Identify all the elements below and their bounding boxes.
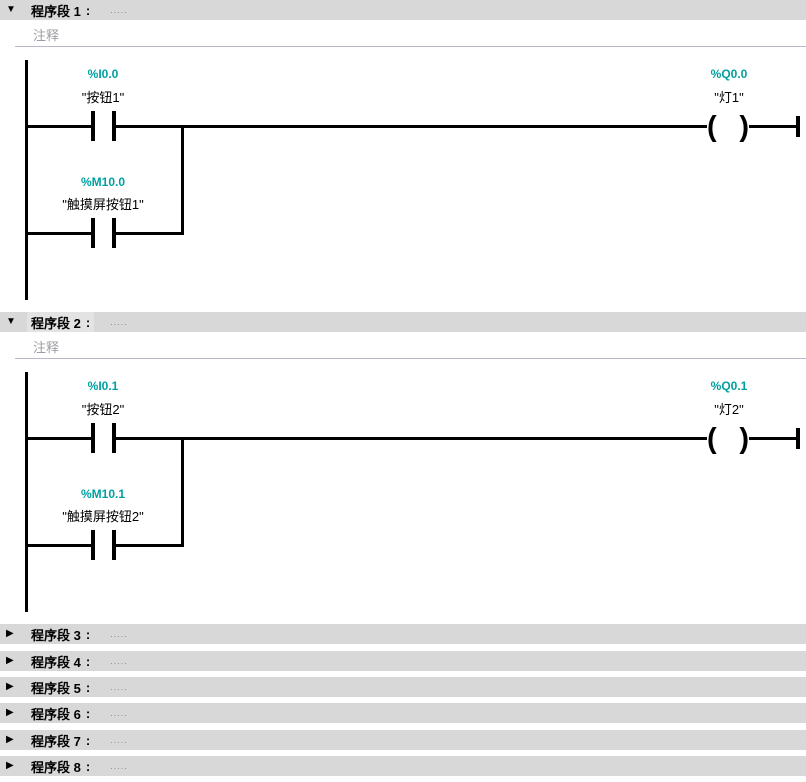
network-5-title-box[interactable]: 程序段 5 : <box>27 677 94 698</box>
expand-triangle-icon[interactable]: ▶ <box>6 655 14 666</box>
network-title-colon: : <box>85 2 91 18</box>
network-1-ladder-canvas: ( ) %I0.0 "按钮1" %Q0.0 "灯1" %M10.0 "触摸屏按钮… <box>0 47 806 312</box>
rung-wire <box>25 437 91 440</box>
network-name-placeholder-dots[interactable]: ..... <box>110 629 128 639</box>
operand-name[interactable]: "灯1" <box>714 90 744 105</box>
collapse-triangle-icon[interactable]: ▼ <box>6 4 16 15</box>
network-3-title-box[interactable]: 程序段 3 : <box>27 624 94 645</box>
rung-wire <box>25 125 91 128</box>
branch-wire-vertical <box>181 437 184 547</box>
network-title: 程序段 8 <box>31 759 81 775</box>
coil-paren-open-icon: ( <box>707 423 717 455</box>
left-power-rail <box>25 372 28 612</box>
operand-name[interactable]: "按钮1" <box>81 90 125 105</box>
contact-bar[interactable] <box>91 218 95 248</box>
operand-address[interactable]: %M10.1 <box>80 487 126 501</box>
coil-paren-open-icon: ( <box>707 111 717 143</box>
rung-wire <box>749 437 796 440</box>
branch-wire <box>25 544 91 547</box>
network-3-header[interactable]: ▶ 程序段 3 : ..... <box>0 624 806 644</box>
right-rail-tick <box>796 116 800 137</box>
operand-address[interactable]: %I0.1 <box>87 379 119 393</box>
right-rail-tick <box>796 428 800 449</box>
network-7-header[interactable]: ▶ 程序段 7 : ..... <box>0 730 806 750</box>
network-7-title-box[interactable]: 程序段 7 : <box>27 730 94 751</box>
contact-bar[interactable] <box>112 218 116 248</box>
network-title-colon: : <box>85 705 91 721</box>
expand-triangle-icon[interactable]: ▶ <box>6 707 14 718</box>
branch-wire <box>25 232 91 235</box>
network-name-placeholder-dots[interactable]: ..... <box>110 317 128 327</box>
network-1-title-box[interactable]: 程序段 1 : <box>27 0 94 21</box>
coil-paren-close-icon: ) <box>739 423 749 455</box>
network-title-colon: : <box>85 653 91 669</box>
contact-bar[interactable] <box>91 530 95 560</box>
coil-paren-close-icon: ) <box>739 111 749 143</box>
left-power-rail <box>25 60 28 300</box>
operand-name[interactable]: "触摸屏按钮1" <box>62 197 144 212</box>
network-4-title-box[interactable]: 程序段 4 : <box>27 651 94 672</box>
coil-symbol[interactable]: ( ) <box>707 423 749 455</box>
rung-wire <box>116 437 707 440</box>
network-2-header[interactable]: ▼ 程序段 2 : ..... <box>0 311 806 333</box>
expand-triangle-icon[interactable]: ▶ <box>6 734 14 745</box>
expand-triangle-icon[interactable]: ▶ <box>6 681 14 692</box>
network-6-title-box[interactable]: 程序段 6 : <box>27 703 94 724</box>
network-2-title-box[interactable]: 程序段 2 : <box>27 311 95 333</box>
network-name-placeholder-dots[interactable]: ..... <box>110 5 128 15</box>
network-name-placeholder-dots[interactable]: ..... <box>110 735 128 745</box>
network-title-colon: : <box>85 314 91 330</box>
collapse-triangle-icon[interactable]: ▼ <box>6 316 16 327</box>
network-title: 程序段 2 <box>31 315 81 331</box>
network-5-header[interactable]: ▶ 程序段 5 : ..... <box>0 677 806 697</box>
network-title: 程序段 3 <box>31 627 81 643</box>
branch-wire <box>116 544 184 547</box>
network-name-placeholder-dots[interactable]: ..... <box>110 761 128 771</box>
operand-name[interactable]: "按钮2" <box>81 402 125 417</box>
network-8-title-box[interactable]: 程序段 8 : <box>27 756 94 777</box>
network-2-ladder-canvas: ( ) %I0.1 "按钮2" %Q0.1 "灯2" %M10.1 "触摸屏按钮… <box>0 359 806 624</box>
operand-address[interactable]: %Q0.1 <box>710 379 748 393</box>
network-title: 程序段 4 <box>31 654 81 670</box>
coil-symbol[interactable]: ( ) <box>707 111 749 143</box>
network-2-comment-row[interactable]: 注释 <box>0 332 806 359</box>
branch-wire-vertical <box>181 125 184 235</box>
comment-separator <box>15 46 806 47</box>
operand-address[interactable]: %Q0.0 <box>710 67 748 81</box>
operand-address[interactable]: %I0.0 <box>87 67 119 81</box>
expand-triangle-icon[interactable]: ▶ <box>6 628 14 639</box>
network-4-header[interactable]: ▶ 程序段 4 : ..... <box>0 651 806 671</box>
network-1-comment-row[interactable]: 注释 <box>0 20 806 47</box>
contact-bar[interactable] <box>112 423 116 453</box>
rung-wire <box>116 125 707 128</box>
contact-bar[interactable] <box>91 111 95 141</box>
network-title: 程序段 7 <box>31 733 81 749</box>
network-title-colon: : <box>85 679 91 695</box>
branch-wire <box>116 232 184 235</box>
network-title: 程序段 6 <box>31 706 81 722</box>
network-title: 程序段 5 <box>31 680 81 696</box>
expand-triangle-icon[interactable]: ▶ <box>6 760 14 771</box>
network-title-colon: : <box>85 626 91 642</box>
network-name-placeholder-dots[interactable]: ..... <box>110 656 128 666</box>
contact-bar[interactable] <box>112 530 116 560</box>
network-name-placeholder-dots[interactable]: ..... <box>110 682 128 692</box>
network-8-header[interactable]: ▶ 程序段 8 : ..... <box>0 756 806 776</box>
network-title-colon: : <box>85 732 91 748</box>
comment-placeholder[interactable]: 注释 <box>33 340 60 355</box>
network-6-header[interactable]: ▶ 程序段 6 : ..... <box>0 703 806 723</box>
comment-separator <box>15 358 806 359</box>
operand-name[interactable]: "灯2" <box>714 402 744 417</box>
network-1-header[interactable]: ▼ 程序段 1 : ..... <box>0 0 806 20</box>
operand-address[interactable]: %M10.0 <box>80 175 126 189</box>
contact-bar[interactable] <box>91 423 95 453</box>
contact-bar[interactable] <box>112 111 116 141</box>
operand-name[interactable]: "触摸屏按钮2" <box>62 509 144 524</box>
network-title-colon: : <box>85 758 91 774</box>
network-name-placeholder-dots[interactable]: ..... <box>110 708 128 718</box>
rung-wire <box>749 125 796 128</box>
comment-placeholder[interactable]: 注释 <box>33 28 60 43</box>
network-title: 程序段 1 <box>31 3 81 19</box>
